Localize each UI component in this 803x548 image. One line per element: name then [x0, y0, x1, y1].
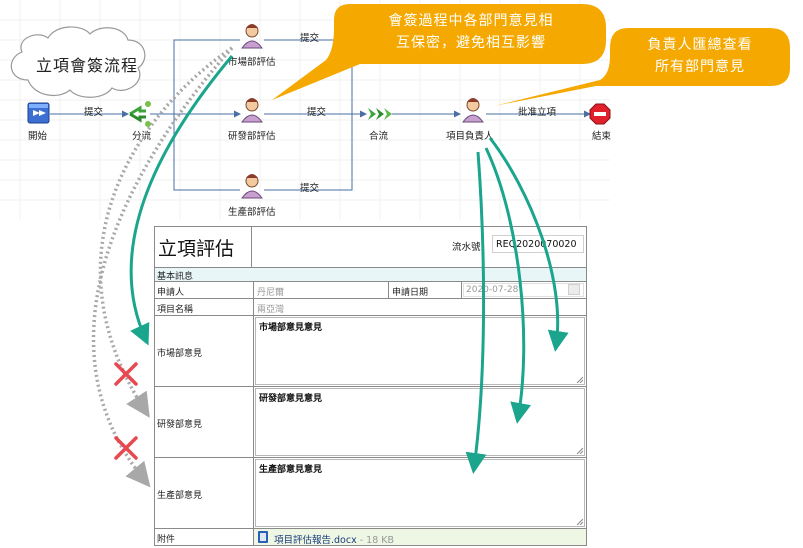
confidential-callout-text: 會簽過程中各部門意見相 互保密，避免相互影響	[338, 10, 604, 54]
attach-value-cell	[253, 528, 587, 546]
serial-value: REQ2020070020	[496, 239, 577, 250]
market-user-icon[interactable]	[241, 24, 263, 49]
applicant-label: 申請人	[157, 288, 185, 298]
section-basic-row	[154, 267, 587, 282]
prod-opinion-label: 生產部意見	[157, 491, 203, 501]
confidential-callout-shape	[272, 4, 606, 100]
manager-callout-text: 負責人匯總查看 所有部門意見	[612, 34, 788, 78]
manager-user-icon[interactable]	[462, 98, 484, 123]
node-label-end: 結束	[592, 131, 612, 142]
project-evaluation-form: 立項評估 流水號： REQ2020070020 基本訊息 申請人 丹尼爾 申請日…	[154, 226, 587, 546]
edge-label-submit-rnd: 提交	[307, 107, 327, 118]
project-label: 項目名稱	[157, 305, 194, 315]
rnd-opinion-box-title: 研發部意見意見	[259, 394, 323, 404]
edge-label-submit-start: 提交	[84, 107, 104, 118]
resize-grip-icon[interactable]	[576, 447, 583, 454]
attachment-link[interactable]: 項目評估報告.docx - 18 KB	[274, 532, 394, 546]
word-document-icon	[258, 531, 268, 543]
resize-grip-icon[interactable]	[576, 376, 583, 383]
confidential-callout-line-2: 互保密，避免相互影響	[396, 35, 546, 51]
edge-label-approve: 批准立項	[518, 107, 557, 118]
end-node-icon[interactable]	[589, 103, 611, 125]
project-value-cell	[253, 298, 587, 316]
project-value: 兩亞灣	[257, 305, 285, 315]
applicant-value: 丹尼爾	[257, 288, 285, 298]
merge-node-icon[interactable]	[368, 108, 392, 120]
node-label-merge: 合流	[369, 131, 389, 142]
form-title: 立項評估	[158, 238, 235, 260]
market-opinion-textarea[interactable]: 市場部意見意見	[255, 317, 585, 385]
prod-opinion-textarea[interactable]: 生產部意見意見	[255, 459, 585, 527]
calendar-icon[interactable]	[568, 284, 580, 295]
start-node-icon[interactable]	[27, 102, 50, 124]
edge-label-submit-prod: 提交	[300, 183, 320, 194]
market-opinion-label: 市場部意見	[157, 349, 203, 359]
rnd-opinion-label: 研發部意見	[157, 420, 203, 430]
manager-callout-line-1: 負責人匯總查看	[647, 37, 753, 53]
rnd-user-icon[interactable]	[241, 98, 263, 123]
edge-label-submit-market: 提交	[300, 33, 320, 44]
attach-label: 附件	[157, 535, 176, 545]
node-label-prod: 生產部評估	[228, 207, 276, 218]
manager-callout-shape	[494, 28, 790, 106]
rnd-opinion-textarea[interactable]: 研發部意見意見	[255, 388, 585, 456]
date-label: 申請日期	[392, 288, 429, 298]
attachment-size: - 18 KB	[356, 535, 395, 546]
node-label-split: 分流	[132, 131, 152, 142]
prod-user-icon[interactable]	[241, 174, 263, 199]
node-label-start: 開始	[28, 131, 48, 142]
attachment-filename[interactable]: 項目評估報告.docx	[274, 535, 357, 546]
serial-label: 流水號：	[452, 242, 491, 253]
node-label-rnd: 研發部評估	[228, 131, 276, 142]
node-label-manager: 項目負責人	[446, 131, 494, 142]
manager-callout-line-2: 所有部門意見	[655, 59, 745, 75]
confidential-callout-line-1: 會簽過程中各部門意見相	[388, 13, 554, 29]
market-opinion-box-title: 市場部意見意見	[259, 323, 323, 333]
node-label-market: 市場部評估	[228, 57, 276, 68]
prod-opinion-box-title: 生產部意見意見	[259, 465, 323, 475]
cloud-title: 立項會簽流程	[36, 56, 139, 75]
date-value: 2020-07-28	[466, 285, 519, 295]
resize-grip-icon[interactable]	[576, 518, 583, 525]
